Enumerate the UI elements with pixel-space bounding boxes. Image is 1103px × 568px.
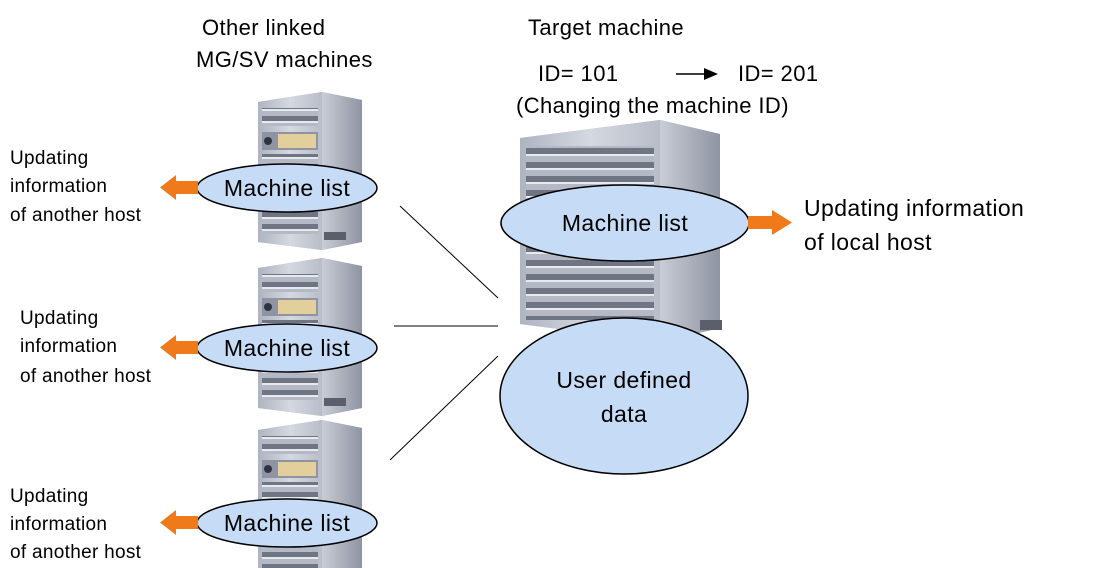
update-info-label-1-line2: information <box>10 176 108 197</box>
other-linked-title-line2: MG/SV machines <box>196 47 373 72</box>
user-defined-data-label-line1: User defined <box>556 367 692 393</box>
update-info-label-2-line1: Updating <box>20 308 99 329</box>
machine-list-label-2: Machine list <box>223 335 351 361</box>
connector-line-1 <box>399 205 499 299</box>
local-update-label-line2: of local host <box>804 229 932 255</box>
orange-arrow-icon-2 <box>160 335 198 360</box>
other-linked-title-line1: Other linked <box>202 15 326 40</box>
id-change-note: (Changing the machine ID) <box>516 93 789 118</box>
right-arrow-icon <box>676 68 718 80</box>
update-info-label-3-line1: Updating <box>10 486 89 507</box>
local-update-label-line1: Updating information <box>804 195 1025 221</box>
target-machine-title: Target machine <box>528 15 685 40</box>
id-to-label: ID= 201 <box>738 61 819 86</box>
machine-list-label-3: Machine list <box>223 510 351 536</box>
update-info-label-1-line1: Updating <box>10 148 89 169</box>
target-machine-list-label: Machine list <box>561 210 689 236</box>
update-info-label-3-line2: information <box>10 514 108 535</box>
update-info-label-1-line3: of another host <box>10 205 142 226</box>
id-from-label: ID= 101 <box>538 61 619 86</box>
orange-arrow-icon-local <box>748 210 792 235</box>
machine-list-label-1: Machine list <box>223 175 351 201</box>
user-defined-data-ellipse <box>499 317 749 475</box>
orange-arrow-icon-1 <box>160 175 198 200</box>
update-info-label-3-line3: of another host <box>10 542 142 563</box>
orange-arrow-icon-3 <box>160 510 198 535</box>
update-info-label-2-line2: information <box>20 336 118 357</box>
connector-line-3 <box>389 355 499 461</box>
update-info-label-2-line3: of another host <box>20 366 152 387</box>
user-defined-data-label-line2: data <box>600 401 648 427</box>
